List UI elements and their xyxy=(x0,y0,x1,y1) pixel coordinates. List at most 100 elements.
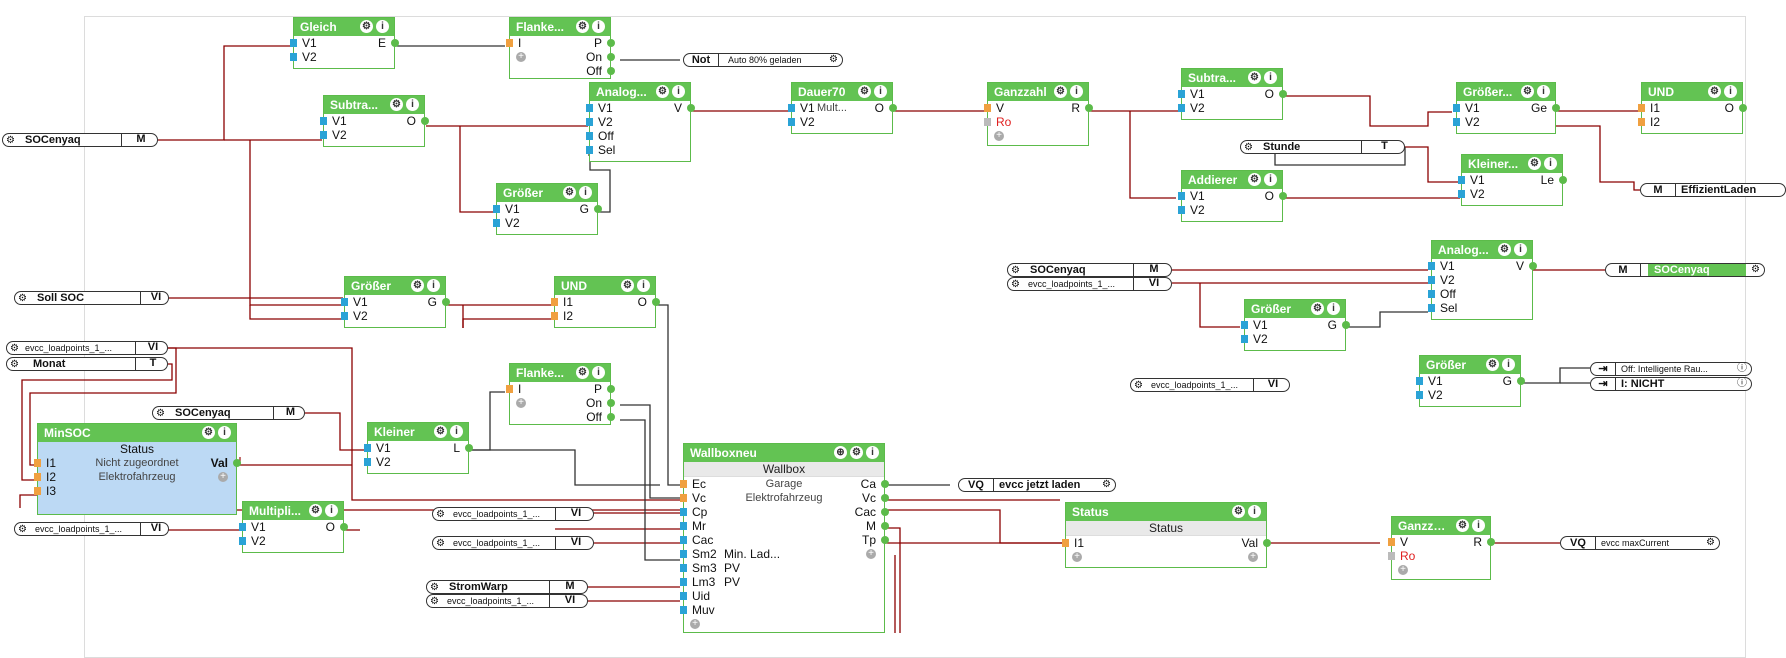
info-icon[interactable]: i xyxy=(450,425,463,438)
gear-icon[interactable]: ⚙ xyxy=(156,408,165,419)
block-header[interactable]: Subtra...⚙i xyxy=(324,96,424,114)
gear-icon[interactable]: ⚙ xyxy=(1521,85,1534,98)
gear-icon[interactable]: ⚙ xyxy=(436,538,445,549)
add-output-icon[interactable]: + xyxy=(866,549,876,559)
gear-icon[interactable]: ⚙ xyxy=(360,20,373,33)
input-pin[interactable] xyxy=(586,104,593,112)
gear-icon[interactable]: ⚙ xyxy=(6,135,15,146)
info-icon[interactable]: i xyxy=(1327,302,1340,315)
input-pin[interactable] xyxy=(788,104,795,112)
info-icon[interactable]: i xyxy=(592,20,605,33)
input-pin[interactable] xyxy=(34,473,41,481)
info-icon[interactable]: ⓘ xyxy=(1737,363,1747,374)
input-pin[interactable] xyxy=(1416,391,1423,399)
output-pin[interactable] xyxy=(1279,192,1287,200)
input-pin[interactable] xyxy=(1638,104,1645,112)
info-icon[interactable]: i xyxy=(1472,519,1485,532)
info-icon[interactable]: ⓘ xyxy=(1737,378,1747,389)
input-pin[interactable] xyxy=(1458,190,1465,198)
input-pin[interactable] xyxy=(34,459,41,467)
gear-icon[interactable]: ⚙ xyxy=(1134,380,1143,391)
input-pin[interactable] xyxy=(1453,118,1460,126)
input-pin[interactable] xyxy=(1178,192,1185,200)
input-pin[interactable] xyxy=(320,131,327,139)
gear-icon[interactable]: ⚙ xyxy=(563,186,576,199)
info-icon[interactable]: i xyxy=(579,186,592,199)
input-soll-soc[interactable]: ⚙ Soll SOC VI xyxy=(14,291,169,305)
gear-icon[interactable]: ⚙ xyxy=(1706,537,1715,548)
gear-icon[interactable]: ⚙ xyxy=(1498,243,1511,256)
input-evcc-loadpoints-5[interactable]: ⚙ evcc_loadpoints_1_... VI xyxy=(426,594,588,608)
output-pin[interactable] xyxy=(881,508,889,516)
input-pin[interactable] xyxy=(1453,104,1460,112)
input-pin[interactable] xyxy=(1178,90,1185,98)
output-pin[interactable] xyxy=(340,523,348,531)
info-icon[interactable]: i xyxy=(1537,85,1550,98)
output-pin[interactable] xyxy=(607,39,615,47)
output-pin[interactable] xyxy=(1529,262,1537,270)
output-pin[interactable] xyxy=(881,494,889,502)
input-evcc-loadpoints-7[interactable]: ⚙ evcc_loadpoints_1_... VI xyxy=(1130,378,1290,392)
output-effizientladen[interactable]: M EffizientLaden xyxy=(1640,183,1786,197)
info-icon[interactable]: i xyxy=(637,279,650,292)
block-header[interactable]: Größer⚙i xyxy=(1245,300,1345,318)
output-pin[interactable] xyxy=(1739,104,1747,112)
output-pin[interactable] xyxy=(391,39,399,47)
output-pin[interactable] xyxy=(1559,176,1567,184)
gear-icon[interactable]: ⚙ xyxy=(1011,279,1020,290)
input-pin[interactable] xyxy=(1638,118,1645,126)
input-pin[interactable] xyxy=(1428,290,1435,298)
add-input-icon[interactable]: + xyxy=(516,52,526,62)
info-icon[interactable]: i xyxy=(1544,157,1557,170)
output-pin[interactable] xyxy=(607,53,615,61)
output-off-intelligente[interactable]: ⇥ Off: Intelligente Rau... ⓘ xyxy=(1590,362,1752,376)
info-icon[interactable]: i xyxy=(1264,71,1277,84)
gear-icon[interactable]: ⚙ xyxy=(202,426,215,439)
input-pin[interactable] xyxy=(586,146,593,154)
output-pin[interactable] xyxy=(687,104,695,112)
info-icon[interactable]: i xyxy=(1724,85,1737,98)
input-pin[interactable] xyxy=(320,117,327,125)
block-header[interactable]: Größer⚙i xyxy=(497,184,597,202)
input-monat[interactable]: ⚙ Monat T xyxy=(6,357,168,371)
info-icon[interactable]: i xyxy=(874,85,887,98)
input-pin[interactable] xyxy=(341,312,348,320)
block-header[interactable]: UND⚙i xyxy=(1642,83,1742,101)
block-header[interactable]: Addierer⚙i xyxy=(1182,171,1282,189)
output-pin[interactable] xyxy=(594,205,602,213)
input-pin[interactable] xyxy=(1388,538,1395,546)
gear-icon[interactable]: ⚙ xyxy=(1102,479,1111,490)
input-pin[interactable] xyxy=(364,444,371,452)
input-pin[interactable] xyxy=(341,298,348,306)
block-header[interactable]: Gleich⚙i xyxy=(294,18,394,36)
input-pin[interactable] xyxy=(1178,104,1185,112)
output-pin[interactable] xyxy=(233,459,241,467)
output-pin[interactable] xyxy=(421,117,429,125)
gear-icon[interactable]: ⚙ xyxy=(576,366,589,379)
block-header[interactable]: Kleiner⚙i xyxy=(368,423,468,441)
gear-icon[interactable]: ⚙ xyxy=(1528,157,1541,170)
output-vq-evcc-maxcurrent[interactable]: VQ evcc maxCurrent ⚙ xyxy=(1560,536,1720,550)
input-pin[interactable] xyxy=(1241,335,1248,343)
input-pin[interactable] xyxy=(680,592,687,600)
gear-icon[interactable]: ⚙ xyxy=(10,359,19,370)
input-pin[interactable] xyxy=(493,205,500,213)
block-header[interactable]: Ganzzahl⚙i xyxy=(1392,517,1490,535)
